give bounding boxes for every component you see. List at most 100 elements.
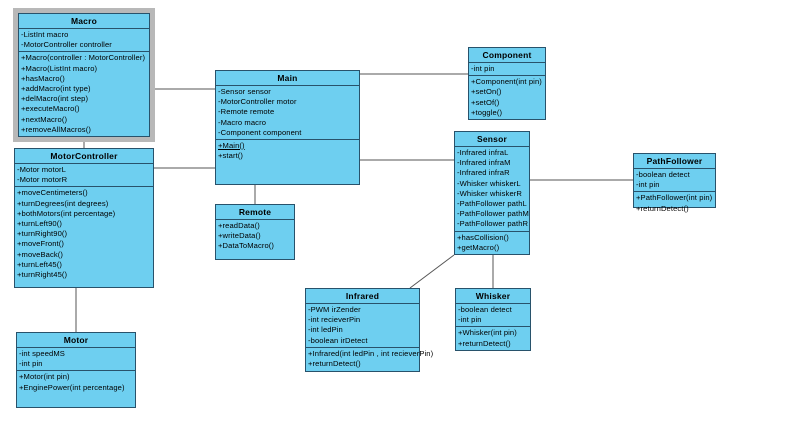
method: +getMacro() xyxy=(457,242,500,252)
method: +Component(int pin) xyxy=(471,77,542,87)
uml-class-whisker[interactable]: Whisker-boolean detect-int pin+Whisker(i… xyxy=(455,288,531,351)
attributes-section-motor: -int speedMS-int pin xyxy=(17,348,135,372)
method: +moveFront() xyxy=(17,239,64,249)
method: +returnDetect() xyxy=(458,338,511,348)
attribute: -Motor motorL xyxy=(17,165,66,174)
method: +hasCollision() xyxy=(457,232,509,242)
attributes-section-sensor: -Infrared infraL-Infrared infraM-Infrare… xyxy=(455,147,529,232)
method: +start() xyxy=(218,151,244,161)
methods-section-macro: +Macro(controller : MotorController)+Mac… xyxy=(19,52,149,136)
method: +writeData() xyxy=(218,231,261,241)
method: +moveCentimeters() xyxy=(17,188,88,198)
attribute: -Whisker whiskerR xyxy=(457,188,522,198)
uml-class-macro[interactable]: Macro-ListInt macro-MotorController cont… xyxy=(13,8,155,142)
attribute: -Infrared infraL xyxy=(457,148,509,157)
methods-section-sensor: +hasCollision()+getMacro() xyxy=(455,232,529,254)
attributes-section-infrared: -PWM irZender-int recieverPin-int ledPin… xyxy=(306,304,419,348)
uml-class-infrared[interactable]: Infrared-PWM irZender-int recieverPin-in… xyxy=(305,288,434,372)
method: +readData() xyxy=(218,221,260,230)
method: +turnLeft90() xyxy=(17,219,62,229)
attribute: -Infrared infraM xyxy=(457,158,511,168)
attribute: -Motor motorR xyxy=(17,175,68,185)
attribute: -int pin xyxy=(19,359,43,369)
method: +turnDegrees(int degrees) xyxy=(17,198,109,208)
method: +Infrared(int ledPin , int recieverPin) xyxy=(308,348,434,358)
method: +Macro(controller : MotorController) xyxy=(21,53,146,63)
method: +executeMacro() xyxy=(21,104,80,114)
class-name-macro: Macro xyxy=(19,14,149,29)
method: +DataToMacro() xyxy=(218,241,275,251)
class-name-motorcontroller: MotorController xyxy=(15,149,153,164)
class-name-component: Component xyxy=(469,48,545,63)
class-name-motor: Motor xyxy=(17,333,135,348)
methods-section-pathfollower: +PathFollower(int pin)+returnDetect() xyxy=(634,192,715,214)
class-name-infrared: Infrared xyxy=(306,289,419,304)
attribute: -PathFollower pathR xyxy=(457,219,529,229)
method: +EnginePower(int percentage) xyxy=(19,382,125,392)
uml-class-component[interactable]: Component-int pin+Component(int pin)+set… xyxy=(468,47,546,120)
methods-section-component: +Component(int pin)+setOn()+setOf()+togg… xyxy=(469,76,545,119)
methods-section-main: +Main()+start() xyxy=(216,140,359,184)
method: +setOn() xyxy=(471,87,502,97)
method: +turnRight90() xyxy=(17,229,68,239)
attribute: -int speedMS xyxy=(19,349,65,358)
method: +Motor(int pin) xyxy=(19,372,70,382)
attribute: -int pin xyxy=(471,64,495,73)
method: +Macro(ListInt macro) xyxy=(21,63,98,73)
class-name-sensor: Sensor xyxy=(455,132,529,147)
methods-section-motorcontroller: +moveCentimeters()+turnDegrees(int degre… xyxy=(15,187,153,287)
uml-class-main[interactable]: Main-Sensor sensor-MotorController motor… xyxy=(215,70,360,185)
method: +returnDetect() xyxy=(636,203,689,213)
attributes-section-component: -int pin xyxy=(469,63,545,77)
uml-class-sensor[interactable]: Sensor-Infrared infraL-Infrared infraM-I… xyxy=(454,131,530,255)
method: +hasMacro() xyxy=(21,73,65,83)
method: +delMacro(int step) xyxy=(21,94,89,104)
method: +PathFollower(int pin) xyxy=(636,193,713,203)
attribute: -int recieverPin xyxy=(308,315,361,325)
attributes-section-main: -Sensor sensor-MotorController motor-Rem… xyxy=(216,86,359,141)
attribute: -MotorController motor xyxy=(218,97,297,107)
class-name-whisker: Whisker xyxy=(456,289,530,304)
methods-section-motor: +Motor(int pin)+EnginePower(int percenta… xyxy=(17,371,135,407)
attribute: -PWM irZender xyxy=(308,305,361,314)
methods-section-whisker: +Whisker(int pin)+returnDetect() xyxy=(456,327,530,350)
attribute: -Component component xyxy=(218,127,302,137)
method: +moveBack() xyxy=(17,249,64,259)
attribute: -boolean detect xyxy=(458,305,512,314)
attribute: -boolean detect xyxy=(636,170,690,179)
class-name-remote: Remote xyxy=(216,205,294,220)
attributes-section-macro: -ListInt macro-MotorController controlle… xyxy=(19,29,149,53)
class-name-main: Main xyxy=(216,71,359,86)
attribute: -int pin xyxy=(458,315,482,325)
uml-class-pathfollower[interactable]: PathFollower-boolean detect-int pin+Path… xyxy=(633,153,716,213)
attribute: -Macro macro xyxy=(218,117,267,127)
attribute: -MotorController controller xyxy=(21,40,112,50)
methods-section-infrared: +Infrared(int ledPin , int recieverPin)+… xyxy=(306,348,434,371)
attribute: -Remote remote xyxy=(218,107,275,117)
method: +removeAllMacros() xyxy=(21,124,91,134)
attribute: -Whisker whiskerL xyxy=(457,178,521,188)
attribute: -Infrared infraR xyxy=(457,168,510,178)
attribute: -PathFollower pathM xyxy=(457,209,529,219)
attribute: -boolean irDetect xyxy=(308,335,368,345)
attributes-section-motorcontroller: -Motor motorL-Motor motorR xyxy=(15,164,153,188)
attribute: -Sensor sensor xyxy=(218,87,271,96)
method: +toggle() xyxy=(471,107,503,117)
edge-sensor-infrared xyxy=(409,254,455,289)
uml-class-remote[interactable]: Remote+readData()+writeData()+DataToMacr… xyxy=(215,204,295,260)
class-name-pathfollower: PathFollower xyxy=(634,154,715,169)
attributes-section-whisker: -boolean detect-int pin xyxy=(456,304,530,328)
attribute: -ListInt macro xyxy=(21,30,69,39)
attribute: -int ledPin xyxy=(308,325,343,335)
method: +nextMacro() xyxy=(21,114,68,124)
method: +setOf() xyxy=(471,97,500,107)
method: +bothMotors(int percentage) xyxy=(17,208,116,218)
uml-class-motorcontroller[interactable]: MotorController-Motor motorL-Motor motor… xyxy=(14,148,154,288)
methods-section-remote: +readData()+writeData()+DataToMacro() xyxy=(216,220,294,259)
method: +turnLeft45() xyxy=(17,259,62,269)
method: +returnDetect() xyxy=(308,359,361,369)
method: +turnRight45() xyxy=(17,270,68,280)
uml-class-motor[interactable]: Motor-int speedMS-int pin+Motor(int pin)… xyxy=(16,332,136,408)
attribute: -PathFollower pathL xyxy=(457,199,527,209)
